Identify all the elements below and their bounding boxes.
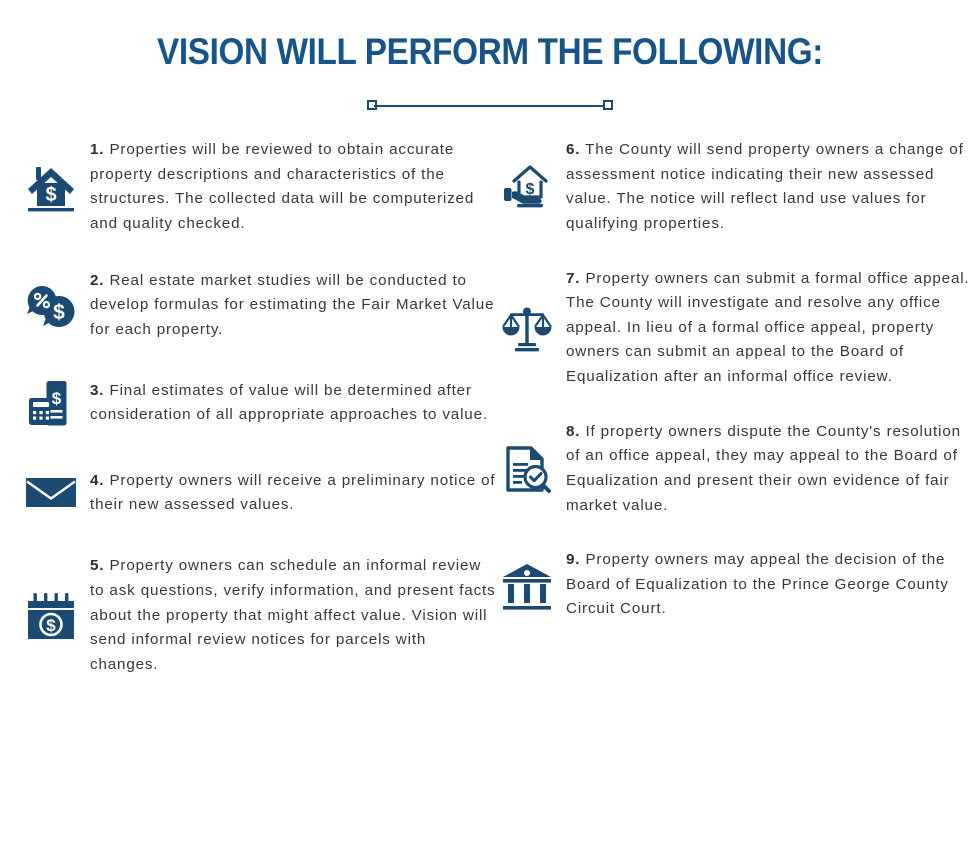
step-number: 8. [566, 422, 581, 440]
step-body: If property owners dispute the County's … [566, 422, 961, 514]
step-item: 8. If property owners dispute the County… [498, 420, 980, 519]
step-number: 2. [90, 271, 105, 289]
step-body: The County will send property owners a c… [566, 141, 964, 232]
calendar-dollar-icon: $ [22, 587, 80, 645]
step-item: 9. Property owners may appeal the decisi… [498, 548, 980, 622]
step-text: 8. If property owners dispute the County… [566, 420, 980, 519]
step-text: 3. Final estimates of value will be dete… [90, 379, 498, 428]
divider-bar [374, 104, 606, 107]
step-text: 7. Property owners can submit a formal o… [566, 267, 980, 390]
page-header: VISION WILL PERFORM THE FOLLOWING: [0, 0, 980, 113]
courthouse-columns-icon [498, 556, 556, 614]
step-number: 6. [566, 141, 581, 158]
balance-scale-icon [498, 299, 556, 357]
step-item: 4. Property owners will receive a prelim… [22, 464, 498, 522]
page-title: VISION WILL PERFORM THE FOLLOWING: [156, 31, 824, 72]
step-text: 2. Real estate market studies will be co… [90, 269, 498, 343]
document-magnifier-check-icon [498, 440, 556, 498]
steps-columns: $ 1. Properties will be reviewed to obta… [0, 138, 980, 710]
step-text: 6. The County will send property owners … [566, 138, 980, 237]
svg-text:$: $ [52, 389, 62, 408]
step-item: $ 1. Properties will be reviewed to obta… [22, 138, 498, 237]
step-item: $ 3. Final estimates of value will be de… [22, 374, 498, 432]
divider-cap-right-icon [603, 99, 613, 110]
speech-bubbles-percent-dollar-icon: $ [22, 276, 80, 334]
step-body: Property owners may appeal the decision … [566, 551, 949, 618]
steps-column-left: $ 1. Properties will be reviewed to obta… [0, 138, 498, 710]
step-item: $ 5. Property owners can schedule an inf… [22, 554, 498, 677]
house-dollar-icon: $ [22, 158, 80, 216]
step-item: 7. Property owners can submit a formal o… [498, 267, 980, 390]
svg-text:$: $ [526, 181, 535, 198]
svg-text:$: $ [46, 616, 56, 635]
step-body: Real estate market studies will be condu… [90, 271, 495, 338]
step-item: $ 2. Real estate market studies will be … [22, 269, 498, 343]
svg-text:$: $ [45, 184, 56, 206]
step-item: $ 6. The County will send property owner… [498, 138, 980, 237]
svg-text:$: $ [53, 301, 65, 324]
step-text: 1. Properties will be reviewed to obtain… [90, 138, 498, 237]
step-text: 4. Property owners will receive a prelim… [90, 469, 498, 518]
step-number: 7. [566, 269, 581, 287]
step-body: Final estimates of value will be determi… [90, 381, 488, 424]
step-body: Property owners can schedule an informal… [90, 557, 496, 673]
step-text: 9. Property owners may appeal the decisi… [566, 548, 980, 622]
step-number: 3. [90, 381, 105, 399]
step-body: Property owners will receive a prelimina… [90, 471, 496, 514]
step-number: 1. [90, 141, 105, 158]
step-body: Property owners can submit a formal offi… [566, 269, 970, 386]
step-body: Properties will be reviewed to obtain ac… [90, 141, 475, 232]
envelope-icon [22, 464, 80, 522]
steps-column-right: $ 6. The County will send property owner… [498, 138, 980, 652]
step-text: 5. Property owners can schedule an infor… [90, 554, 498, 677]
step-number: 9. [566, 551, 581, 569]
hand-holding-house-dollar-icon: $ [498, 158, 556, 216]
calculator-document-dollar-icon: $ [22, 374, 80, 432]
title-divider [367, 99, 613, 113]
step-number: 4. [90, 471, 105, 489]
step-number: 5. [90, 557, 105, 575]
